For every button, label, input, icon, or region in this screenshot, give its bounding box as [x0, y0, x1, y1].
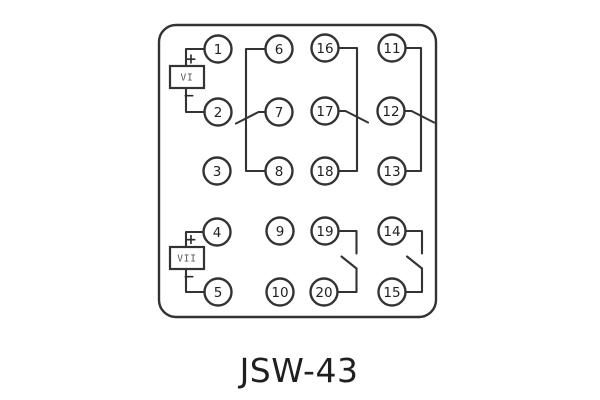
terminal-17: 17	[310, 96, 340, 126]
terminal-number: 18	[316, 164, 333, 180]
wire-rail-11-13	[404, 46, 423, 173]
terminal-number: 2	[214, 105, 223, 121]
terminal-number: 19	[316, 224, 333, 240]
winding-vii-group: VII + −	[168, 230, 206, 294]
terminal-circle	[203, 97, 233, 127]
winding-vii-box	[168, 245, 206, 271]
terminal-circle	[310, 96, 340, 126]
vi-minus-sign: −	[183, 88, 195, 104]
terminal-1: 1	[203, 34, 233, 64]
terminal-number: 9	[276, 224, 285, 240]
contact-19-20	[336, 229, 358, 294]
terminal-circle	[203, 34, 233, 64]
wire-19-lead	[337, 229, 358, 255]
terminal-number: 8	[275, 164, 284, 180]
winding-vi-box	[168, 64, 206, 90]
terminal-18: 18	[310, 156, 340, 186]
terminal-circle	[310, 33, 340, 63]
terminal-number: 4	[213, 225, 222, 241]
contact-16-17-18	[337, 46, 370, 173]
terminal-number: 14	[383, 224, 400, 240]
contact-14-15	[404, 229, 424, 294]
terminal-number: 16	[316, 41, 333, 57]
vii-plus-sign: +	[185, 232, 197, 248]
terminal-11: 11	[377, 33, 407, 63]
terminal-8: 8	[264, 156, 294, 186]
diagram-title: JSW-43	[238, 351, 359, 390]
vi-plus-sign: +	[185, 52, 197, 68]
terminal-number: 5	[214, 285, 223, 301]
contact-blade-17	[337, 109, 370, 124]
terminal-circle	[264, 34, 294, 64]
wire-rail-16-18	[337, 46, 359, 173]
contact-blade-7	[234, 110, 267, 125]
terminal-number: 15	[383, 285, 400, 301]
contact-blade-12	[403, 109, 436, 124]
wire-vi-minus-to-2	[184, 86, 206, 114]
terminal-circle	[202, 156, 232, 186]
wire-rail-6-8	[244, 47, 267, 173]
wire-15-lead	[404, 267, 424, 294]
relay-case-outline	[157, 23, 438, 319]
terminal-circle	[202, 217, 232, 247]
terminal-circle	[377, 156, 407, 186]
terminal-number: 1	[214, 42, 223, 58]
terminal-19: 19	[310, 216, 340, 246]
terminal-number: 12	[382, 104, 399, 120]
wire-20-lead	[336, 267, 358, 294]
contact-blade-19-20	[340, 255, 358, 270]
terminal-number: 6	[275, 42, 284, 58]
terminal-circle	[377, 33, 407, 63]
contact-blade-14-15	[405, 255, 424, 270]
terminal-number: 20	[315, 285, 332, 301]
terminal-14: 14	[377, 216, 407, 246]
terminal-number: 7	[275, 105, 284, 121]
winding-vii-label: VII	[177, 254, 197, 265]
terminal-3: 3	[202, 156, 232, 186]
terminal-9: 9	[265, 216, 295, 246]
terminal-number: 13	[383, 164, 400, 180]
terminal-circle	[377, 216, 407, 246]
terminal-circle	[265, 277, 295, 307]
terminal-16: 16	[310, 33, 340, 63]
wire-vi-plus-to-1	[184, 47, 206, 68]
terminal-number: 3	[213, 164, 222, 180]
terminal-circle	[264, 156, 294, 186]
winding-vi-label: VI	[180, 73, 193, 84]
terminal-circle	[310, 216, 340, 246]
terminal-circle	[203, 277, 233, 307]
terminal-15: 15	[377, 277, 407, 307]
terminal-number: 17	[316, 104, 333, 120]
vii-minus-sign: −	[183, 269, 195, 285]
contact-11-12-13	[403, 46, 436, 173]
terminal-circle	[264, 97, 294, 127]
contact-6-7-8	[234, 47, 267, 173]
terminal-4: 4	[202, 217, 232, 247]
terminal-13: 13	[377, 156, 407, 186]
terminal-circle	[309, 277, 339, 307]
terminal-number: 10	[271, 285, 288, 301]
terminal-circle	[376, 96, 406, 126]
winding-vi-group: VI + −	[168, 47, 206, 114]
terminal-20: 20	[309, 277, 339, 307]
terminal-12: 12	[376, 96, 406, 126]
terminal-circle	[310, 156, 340, 186]
wire-14-lead	[404, 229, 424, 255]
terminal-10: 10	[265, 277, 295, 307]
terminal-circle	[377, 277, 407, 307]
terminal-6: 6	[264, 34, 294, 64]
terminal-2: 2	[203, 97, 233, 127]
wire-vii-minus-to-5	[184, 267, 206, 294]
wire-vii-plus-to-4	[184, 230, 205, 249]
terminal-number: 11	[383, 41, 400, 57]
terminal-circle	[265, 216, 295, 246]
terminal-7: 7	[264, 97, 294, 127]
terminal-5: 5	[203, 277, 233, 307]
